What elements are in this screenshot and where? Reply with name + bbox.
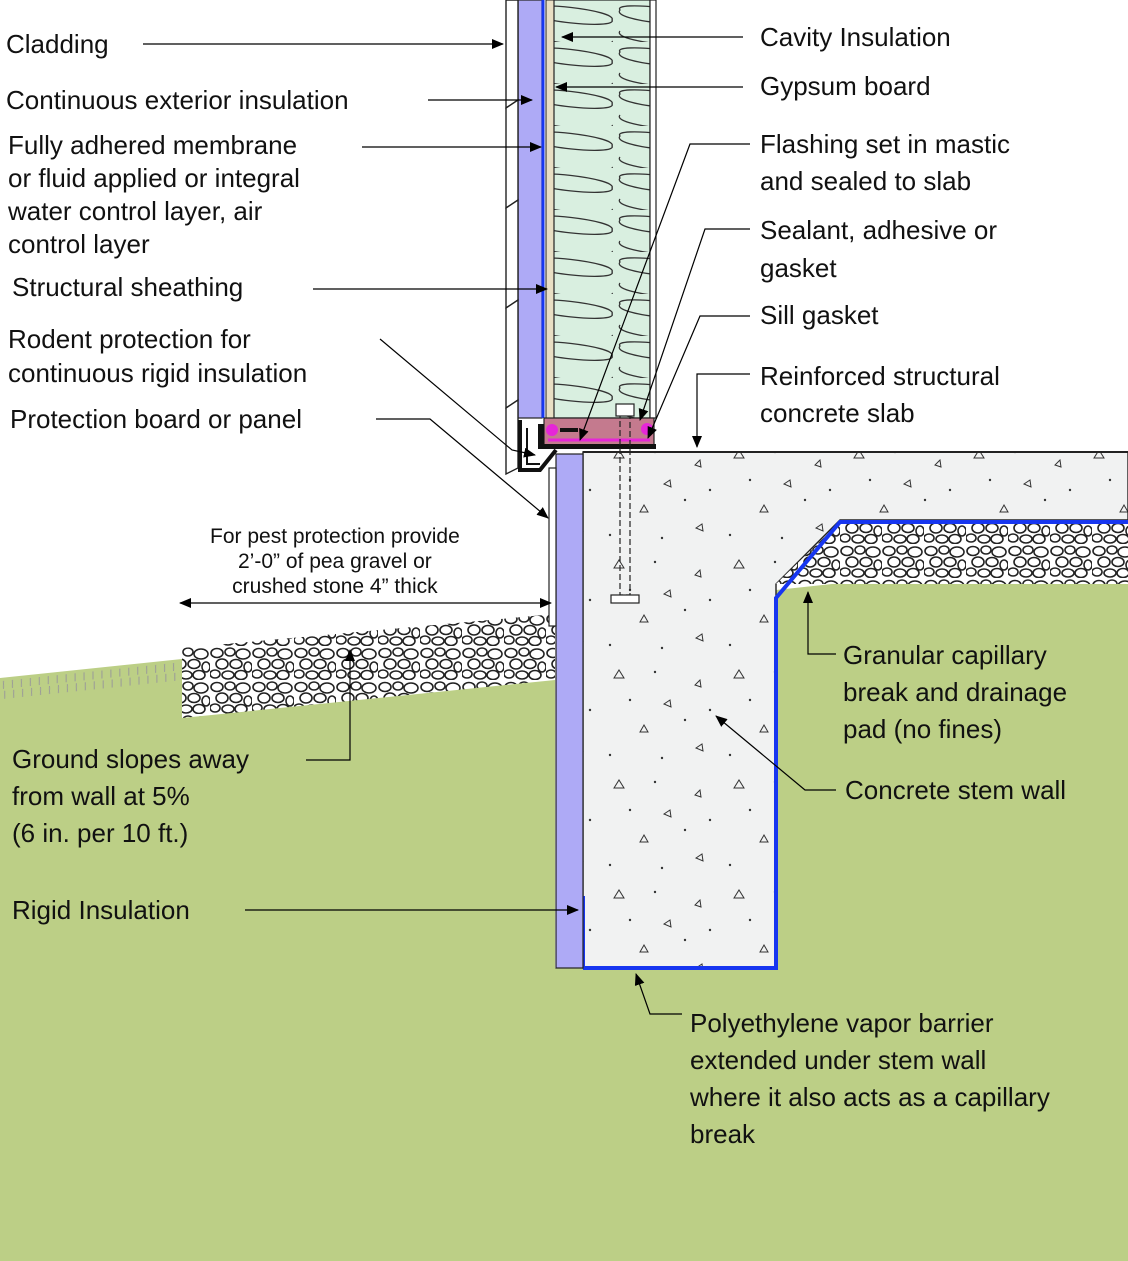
- label-line: Gypsum board: [760, 71, 931, 101]
- label-line: and sealed to slab: [760, 166, 972, 196]
- label-line: gasket: [760, 253, 837, 283]
- label-line: where it also acts as a capillary: [690, 1082, 1050, 1112]
- label-continuous-exterior-insulation: Continuous exterior insulation: [6, 83, 349, 118]
- ground: [0, 584, 1128, 1261]
- sill-plate: [543, 417, 655, 449]
- label-line: 2’-0” of pea gravel or: [238, 550, 432, 573]
- label-line: Flashing set in mastic: [760, 129, 1010, 159]
- label-line: crushed stone 4” thick: [232, 575, 438, 598]
- label-line: Fully adhered membrane: [8, 130, 298, 160]
- label-protection-board: Protection board or panel: [10, 402, 302, 437]
- continuous-exterior-insulation: [517, 0, 543, 419]
- label-line: Rigid Insulation: [12, 895, 190, 925]
- label-gypsum-board: Gypsum board: [760, 69, 931, 104]
- label-line: Rodent protection for: [8, 324, 251, 354]
- label-cladding: Cladding: [6, 27, 109, 62]
- label-line: Cavity Insulation: [760, 22, 951, 52]
- label-flashing: Flashing set in mastic and sealed to slab: [760, 126, 1010, 200]
- label-line: continuous rigid insulation: [8, 358, 308, 388]
- label-line: pad (no fines): [843, 714, 1002, 744]
- label-slab: Reinforced structural concrete slab: [760, 358, 1000, 432]
- label-line: break: [690, 1119, 756, 1149]
- label-line: control layer: [8, 229, 150, 259]
- label-line: Granular capillary: [843, 640, 1047, 670]
- label-line: Sealant, adhesive or: [760, 215, 998, 245]
- protection-board: [548, 467, 557, 627]
- label-structural-sheathing: Structural sheathing: [12, 270, 243, 305]
- label-granular-break: Granular capillary break and drainage pad …: [843, 637, 1067, 748]
- label-line: water control layer, air: [8, 196, 263, 226]
- label-line: Protection board or panel: [10, 404, 302, 434]
- exterior-gravel: [182, 614, 555, 718]
- label-line: Continuous exterior insulation: [6, 85, 349, 115]
- label-line: Reinforced structural: [760, 361, 1000, 391]
- label-sill-gasket: Sill gasket: [760, 298, 879, 333]
- vapor-barrier-line: [583, 520, 1128, 970]
- label-cavity-insulation: Cavity Insulation: [760, 20, 951, 55]
- cladding-boards: [505, 0, 519, 476]
- label-line: from wall at 5%: [12, 781, 190, 811]
- label-line: break and drainage: [843, 677, 1068, 707]
- label-line: (6 in. per 10 ft.): [12, 818, 189, 848]
- label-line: Concrete stem wall: [845, 775, 1067, 805]
- label-line: For pest protection provide: [210, 525, 460, 548]
- label-line: Ground slopes away: [12, 744, 250, 774]
- label-line: or fluid applied or integral: [8, 163, 300, 193]
- granular-pad: [776, 522, 1128, 584]
- label-sealant: Sealant, adhesive or gasket: [760, 211, 997, 287]
- label-rodent-protection: Rodent protection for continuous rigid in…: [8, 322, 307, 390]
- label-vapor-barrier: Polyethylene vapor barrier extended under…: [690, 1005, 1050, 1153]
- label-rigid-insulation: Rigid Insulation: [12, 893, 190, 928]
- label-line: extended under stem wall: [690, 1045, 987, 1075]
- label-line: Cladding: [6, 29, 109, 59]
- label-line: Structural sheathing: [12, 272, 244, 302]
- label-stem-wall: Concrete stem wall: [845, 773, 1066, 808]
- label-line: Polyethylene vapor barrier: [690, 1008, 994, 1038]
- gypsum: [649, 0, 657, 419]
- cavity-insulation: [553, 0, 651, 419]
- label-line: concrete slab: [760, 398, 915, 428]
- rigid-insulation-below: [555, 453, 584, 969]
- label-ground-slopes: Ground slopes away from wall at 5% (6 in. …: [12, 741, 249, 852]
- label-line: Sill gasket: [760, 300, 879, 330]
